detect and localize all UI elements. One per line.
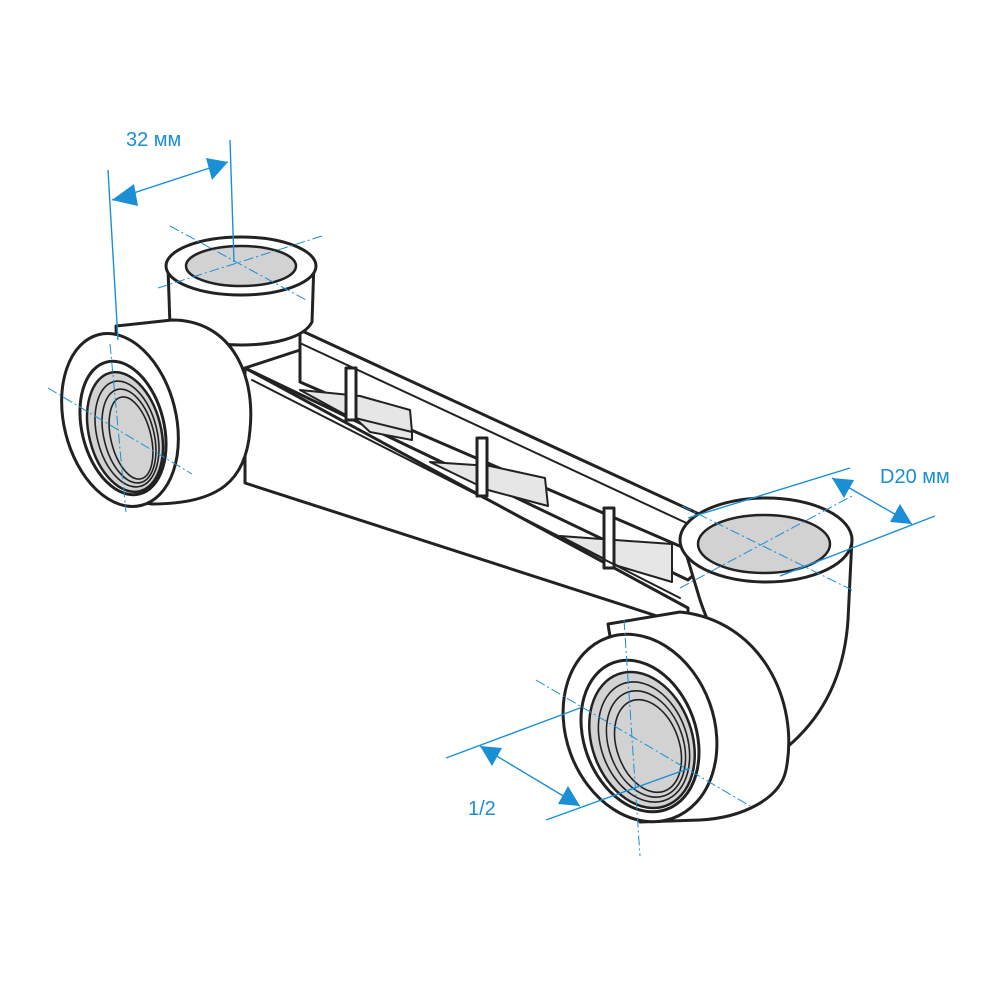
- arrow-down-right-icon: [890, 504, 912, 524]
- arrow-left-icon: [112, 184, 138, 206]
- top-width-label: 32 мм: [126, 129, 181, 151]
- dimension-thread-size: 1/2: [445, 707, 691, 821]
- connecting-bar: [243, 328, 714, 628]
- arrow-up-left-icon: [480, 746, 502, 766]
- center-lines: [47, 225, 853, 857]
- outlet-diameter-label: D20 мм: [880, 466, 950, 488]
- arrow-down-right-icon: [558, 786, 580, 806]
- thread-size-label: 1/2: [468, 798, 496, 820]
- dimension-outlet-diameter: D20 мм: [687, 466, 950, 577]
- arrow-right-icon: [206, 158, 228, 180]
- right-socket-thread: [588, 670, 696, 810]
- right-socket-opening: [696, 513, 832, 575]
- arrow-up-left-icon: [832, 478, 854, 498]
- dimension-top-width: 32 мм: [107, 129, 235, 341]
- left-threaded-socket: [60, 318, 253, 508]
- right-threaded-socket: [561, 610, 791, 824]
- top-left-socket-opening: [184, 244, 298, 288]
- top-left-socket: [164, 235, 318, 347]
